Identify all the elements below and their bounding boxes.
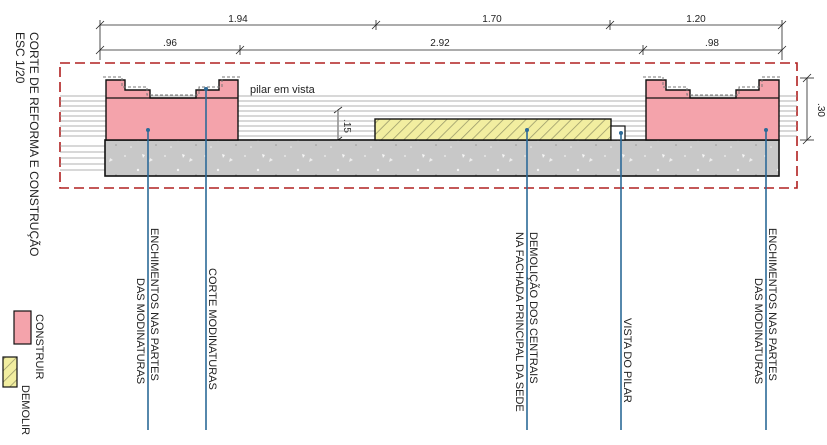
right-infill-block	[645, 79, 780, 141]
legend-demolir-label: DEMOLIR	[19, 385, 31, 435]
callout-5-line1: ENCHIMENTOS NAS PARTES	[766, 228, 778, 381]
drawing-title: CORTE DE REFORMA E CONSTRUÇÃO ESC 1/20	[13, 32, 41, 256]
dimension-lines	[95, 20, 814, 145]
callout-3-line2: NA FACHADA PRINCIPAL DA SEDE	[513, 232, 525, 412]
pilar-em-vista-label: pilar em vista	[250, 84, 316, 96]
leader-dots	[146, 87, 768, 135]
legend-construir-label: CONSTRUIR	[33, 314, 45, 379]
callout-1-line1: ENCHIMENTOS NAS PARTES	[148, 228, 160, 381]
dim-top-2: 1.70	[482, 14, 502, 25]
dim-second-2: 2.92	[430, 38, 450, 49]
callout-1-line2: DAS MODINATURAS	[134, 278, 146, 384]
section-frame	[59, 62, 798, 189]
dim-height-right: .30	[815, 103, 826, 117]
leader-lines	[147, 89, 767, 430]
callout-3-line1: DEMOLIÇÃO DOS CENTRAIS	[527, 232, 540, 384]
left-infill-block	[105, 79, 239, 141]
demolish-block	[374, 118, 612, 141]
legend: CONSTRUIR DEMOLIR	[2, 310, 45, 435]
callout-2: CORTE MODINATURAS	[206, 268, 218, 390]
callout-5-line2: DAS MODINATURAS	[752, 278, 764, 384]
dim-top-1: 1.94	[228, 14, 248, 25]
title-line1: CORTE DE REFORMA E CONSTRUÇÃO	[27, 32, 41, 256]
callout-4: VISTA DO PILAR	[621, 318, 633, 403]
concrete-slab	[104, 139, 780, 177]
dim-second-3: .98	[705, 38, 719, 49]
dim-second-1: .96	[163, 38, 177, 49]
legend-construir-swatch	[13, 310, 32, 345]
legend-demolir-swatch	[2, 356, 18, 388]
dim-top-3: 1.20	[686, 14, 706, 25]
title-line2: ESC 1/20	[13, 32, 27, 84]
